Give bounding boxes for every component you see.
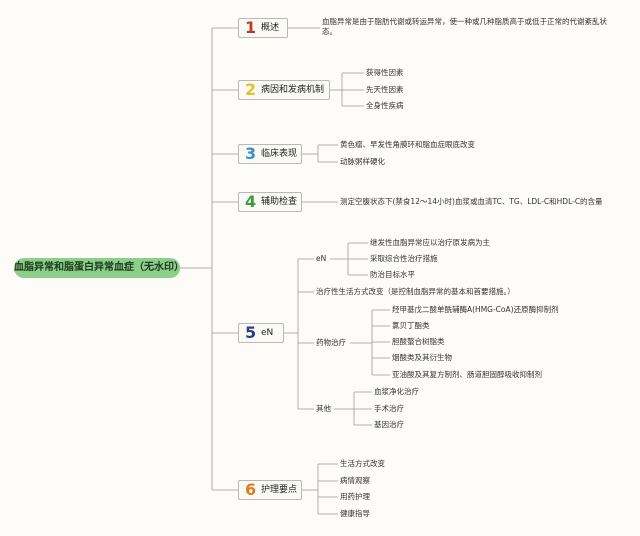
section-3-label: 临床表现: [261, 149, 298, 159]
section-2-number: 2: [245, 80, 257, 99]
section-3-item-1[interactable]: 黄色瘤、早发性角膜环和脂血症眼底改变: [340, 140, 475, 149]
section-6-item-4[interactable]: 健康指导: [340, 509, 370, 518]
section-2-item-2[interactable]: 先天性因素: [366, 85, 404, 94]
section-2-etiology[interactable]: 2 病因和发病机制: [238, 80, 330, 100]
section-4-item-1[interactable]: 测定空腹状态下(禁食12～14小时)血浆或血清TC、TG、LDL-C和HDL-C…: [340, 197, 603, 206]
section-5-drug-child-3[interactable]: 胆酸螯合树脂类: [392, 337, 445, 346]
section-5-drug-child-1[interactable]: 羟甲基戊二酸单酰辅酶A(HMG-CoA)还原酶抑制剂: [392, 305, 559, 314]
section-5-sub-other[interactable]: 其他: [316, 404, 331, 413]
section-5-en-child-3[interactable]: 防治目标水平: [370, 270, 415, 279]
section-2-label: 病因和发病机制: [261, 85, 325, 95]
section-1-overview[interactable]: 1 概述: [238, 18, 288, 38]
section-4-exams[interactable]: 4 辅助检查: [238, 192, 302, 212]
section-4-label: 辅助检查: [261, 197, 298, 207]
section-3-item-2[interactable]: 动脉粥样硬化: [340, 157, 385, 166]
section-6-item-3[interactable]: 用药护理: [340, 492, 370, 501]
section-5-other-child-3[interactable]: 基因治疗: [374, 420, 404, 429]
section-2-item-1[interactable]: 获得性因素: [366, 68, 404, 77]
section-5-sub-lifestyle[interactable]: 治疗性生活方式改变（是控制血脂异常的基本和首要措施。）: [316, 287, 515, 296]
section-5-number: 5: [245, 323, 257, 342]
section-5-sub-drug[interactable]: 药物治疗: [316, 338, 346, 347]
section-5-treatment[interactable]: 5 eN: [238, 323, 284, 343]
section-1-number: 1: [245, 18, 257, 37]
section-5-en-child-2[interactable]: 采取综合性治疗措施: [370, 254, 438, 263]
section-5-drug-child-4[interactable]: 烟酸类及其衍生物: [392, 353, 452, 362]
section-5-other-child-1[interactable]: 血浆净化治疗: [374, 387, 419, 396]
section-5-label: eN: [261, 328, 274, 338]
section-4-number: 4: [245, 192, 257, 211]
section-1-item-1[interactable]: 血脂异常是由于脂肪代谢或转运异常，使一种或几种脂质高于或低于正常的代谢紊乱状态。: [322, 17, 607, 36]
section-5-sub-en[interactable]: eN: [316, 254, 327, 263]
section-3-clinical[interactable]: 3 临床表现: [238, 144, 302, 164]
section-5-drug-child-2[interactable]: 氯贝丁酯类: [392, 321, 430, 330]
section-6-item-2[interactable]: 病情观察: [340, 476, 370, 485]
section-5-drug-child-5[interactable]: 亚油酸及其复方制剂、肠道胆固醇吸收抑制剂: [392, 370, 542, 379]
section-5-other-child-2[interactable]: 手术治疗: [374, 404, 404, 413]
section-5-en-child-1[interactable]: 继发性血脂异常应以治疗原发病为主: [370, 238, 490, 247]
root-topic[interactable]: 血脂异常和脂蛋白异常血症（无水印）: [14, 258, 184, 278]
section-6-nursing[interactable]: 6 护理要点: [238, 480, 302, 500]
section-6-item-1[interactable]: 生活方式改变: [340, 459, 385, 468]
section-6-label: 护理要点: [261, 485, 298, 495]
section-3-number: 3: [245, 144, 257, 163]
section-1-label: 概述: [261, 23, 280, 33]
section-2-item-3[interactable]: 全身性疾病: [366, 101, 404, 110]
section-6-number: 6: [245, 480, 257, 499]
